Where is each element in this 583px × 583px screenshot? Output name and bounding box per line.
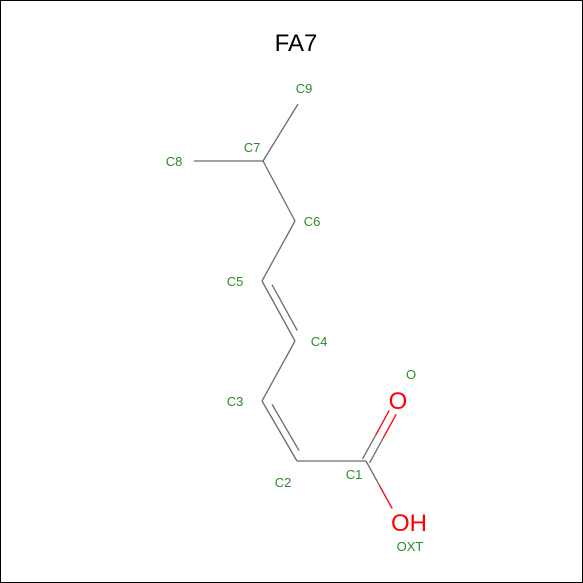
bond-layer xyxy=(194,103,397,510)
bond-c9-c7 xyxy=(262,103,299,162)
bond-c1-oxt-a xyxy=(365,460,380,486)
bond-c3-c2-inner xyxy=(271,404,300,451)
bond-c3-c2 xyxy=(261,400,298,462)
diagram-title: FA7 xyxy=(275,30,318,57)
bond-c1-o-b1 xyxy=(382,414,397,439)
atom-label-oxt: OXT xyxy=(397,539,424,554)
bond-c1-o-a1 xyxy=(368,438,384,464)
bond-c5-c4-inner xyxy=(271,284,298,331)
element-symbol-layer: O OH xyxy=(389,388,427,537)
atom-label-c1: C1 xyxy=(346,467,363,482)
bond-c4-c3 xyxy=(261,340,296,402)
bond-c1-o-a2 xyxy=(361,434,377,460)
bond-c7-c6 xyxy=(262,160,296,222)
atom-label-o: O xyxy=(406,367,416,382)
atom-label-c4: C4 xyxy=(311,334,328,349)
bond-c1-oxt-b xyxy=(378,484,393,510)
atom-label-c6: C6 xyxy=(304,214,321,229)
atom-label-c2: C2 xyxy=(275,475,292,490)
element-symbol-o: O xyxy=(389,388,408,415)
bond-c6-c5 xyxy=(261,220,296,282)
bond-c5-c4 xyxy=(261,280,296,342)
element-symbol-oxt: OH xyxy=(391,510,427,537)
atom-label-c8: C8 xyxy=(166,154,183,169)
atom-label-c3: C3 xyxy=(227,394,244,409)
bond-c1-o-b2 xyxy=(375,410,390,436)
atom-label-c9: C9 xyxy=(296,81,313,96)
atom-label-c5: C5 xyxy=(227,274,244,289)
atom-label-c7: C7 xyxy=(244,140,261,155)
